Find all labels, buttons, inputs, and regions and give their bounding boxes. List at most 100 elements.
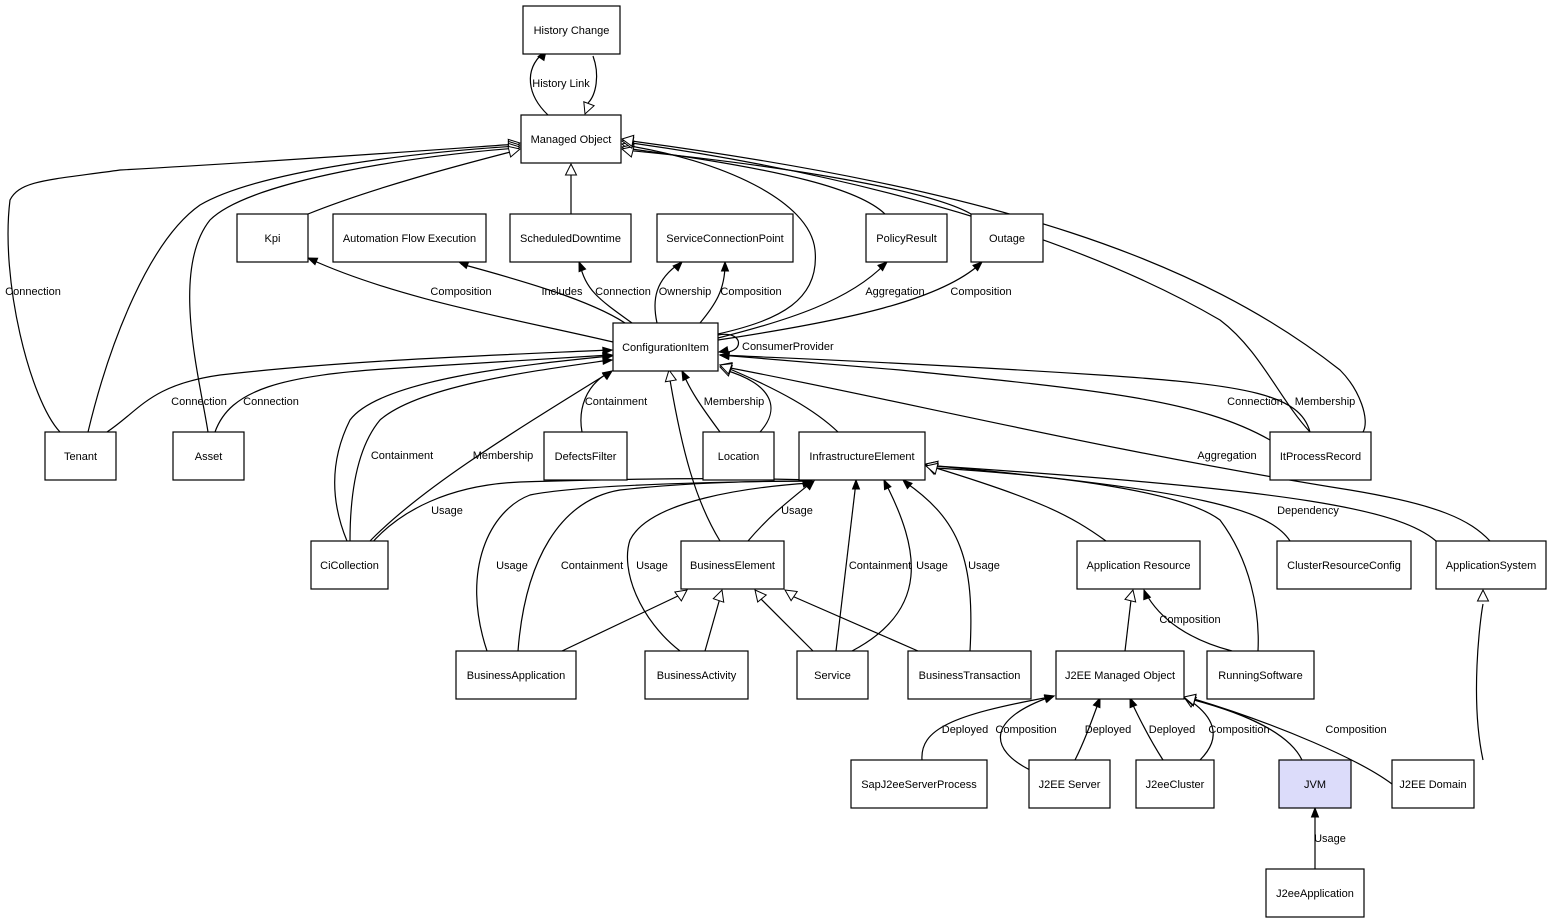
node-automation-flow-execution[interactable]: Automation Flow Execution (332, 213, 487, 263)
node-history-change[interactable]: History Change (522, 5, 621, 55)
edge (349, 359, 611, 542)
node-asset[interactable]: Asset (172, 431, 245, 481)
node-j2ee-domain[interactable]: J2EE Domain (1391, 759, 1475, 809)
association-arrowhead (1043, 695, 1056, 704)
edge (189, 147, 519, 433)
edge-label-cic-ie-usage: Usage (431, 505, 463, 517)
node-location[interactable]: Location (702, 431, 775, 481)
node-business-activity[interactable]: BusinessActivity (644, 650, 749, 700)
association-arrowhead (578, 260, 587, 273)
node-infrastructure-element[interactable]: InfrastructureElement (798, 431, 926, 481)
edge (517, 480, 811, 652)
generalization-arrowhead (620, 134, 635, 148)
node-application-resource[interactable]: Application Resource (1076, 540, 1201, 590)
edge (623, 149, 972, 215)
node-label: Service (814, 670, 851, 682)
node-jvm[interactable]: JVM (1278, 759, 1352, 809)
edge (623, 144, 816, 335)
edge (1124, 599, 1132, 652)
association-arrowhead (672, 261, 683, 272)
edge (1191, 701, 1214, 761)
edge (669, 379, 721, 542)
edge-label-cic-ci-containment: Containment (371, 450, 433, 462)
node-managed-object[interactable]: Managed Object (520, 114, 622, 164)
association-arrowhead (718, 351, 730, 361)
association-arrowhead (720, 260, 730, 272)
generalization-arrowhead (712, 588, 725, 603)
node-box (520, 114, 622, 164)
node-j2ee-application[interactable]: J2eeApplication (1265, 868, 1365, 918)
node-box (970, 213, 1044, 263)
edge-label-asset-ci-connection: Connection (243, 396, 299, 408)
edge (704, 597, 721, 652)
edge (623, 141, 1311, 433)
node-box (1076, 540, 1201, 590)
edge-label-svc-ie-containment: Containment (849, 560, 911, 572)
node-box (1269, 431, 1372, 481)
node-business-application[interactable]: BusinessApplication (455, 650, 577, 700)
edge (719, 354, 1311, 433)
generalization-arrowhead (1124, 588, 1137, 603)
generalization-arrowhead (718, 363, 733, 375)
node-cluster-resource-config[interactable]: ClusterResourceConfig (1276, 540, 1412, 590)
association-arrowhead (681, 369, 691, 382)
node-box (509, 213, 632, 263)
generalization-arrowhead (924, 462, 939, 475)
node-configuration-item[interactable]: ConfigurationItem (612, 322, 719, 372)
node-label: JVM (1304, 779, 1326, 791)
node-j2ee-server[interactable]: J2EE Server (1028, 759, 1111, 809)
association-arrowhead (1143, 588, 1152, 601)
node-box (656, 213, 794, 263)
edge (579, 263, 633, 324)
edge-label-ci-kpi-composition: Composition (430, 286, 491, 298)
node-label: DefectsFilter (555, 451, 617, 463)
generalization-arrowhead (1182, 693, 1197, 706)
node-label: BusinessTransaction (919, 670, 1021, 682)
node-tenant[interactable]: Tenant (44, 431, 117, 481)
node-running-software[interactable]: RunningSoftware (1206, 650, 1315, 700)
node-box (680, 540, 785, 590)
node-box (1391, 759, 1475, 809)
node-scheduled-downtime[interactable]: ScheduledDowntime (509, 213, 632, 263)
edge (719, 354, 1271, 441)
node-box (1135, 759, 1215, 809)
node-policy-result[interactable]: PolicyResult (865, 213, 948, 263)
node-label: SapJ2eeServerProcess (861, 779, 977, 791)
edge (369, 371, 611, 542)
node-business-transaction[interactable]: BusinessTransaction (907, 650, 1032, 700)
edge-label-location-ci-membership: Membership (704, 396, 765, 408)
node-it-process-record[interactable]: ItProcessRecord (1269, 431, 1372, 481)
node-application-system[interactable]: ApplicationSystem (1435, 540, 1547, 590)
edge (529, 52, 549, 116)
node-box (44, 431, 117, 481)
edge (460, 263, 626, 324)
node-box (1055, 650, 1185, 700)
edge (935, 465, 1437, 542)
node-sap-j2ee-server-process[interactable]: SapJ2eeServerProcess (850, 759, 988, 809)
node-service-connection-point[interactable]: ServiceConnectionPoint (656, 213, 794, 263)
edge-label-jcluster-jmo-deployed: Deployed (1149, 724, 1195, 736)
edge-label-tenant-connection-mo: Connection (5, 286, 61, 298)
edge (759, 597, 814, 652)
node-j2ee-managed-object[interactable]: J2EE Managed Object (1055, 650, 1185, 700)
edge (587, 55, 598, 104)
node-service[interactable]: Service (796, 650, 869, 700)
node-j2ee-cluster[interactable]: J2eeCluster (1135, 759, 1215, 809)
node-box (1276, 540, 1412, 590)
generalization-arrowhead (620, 145, 635, 158)
association-arrowhead (717, 345, 730, 355)
node-box (865, 213, 948, 263)
node-kpi[interactable]: Kpi (236, 213, 309, 263)
node-label: J2eeCluster (1146, 779, 1205, 791)
node-ci-collection[interactable]: CiCollection (310, 540, 389, 590)
node-box (455, 650, 577, 700)
association-arrowhead (306, 257, 319, 266)
edge-label-ipr-ci-membership: Membership (1295, 396, 1356, 408)
edge-label-defects-ci-containment: Containment (585, 396, 647, 408)
node-business-element[interactable]: BusinessElement (680, 540, 785, 590)
association-arrowhead (457, 261, 470, 270)
edge-label-ci-pr-aggregation: Aggregation (865, 286, 924, 298)
node-outage[interactable]: Outage (970, 213, 1044, 263)
node-defects-filter[interactable]: DefectsFilter (543, 431, 628, 481)
